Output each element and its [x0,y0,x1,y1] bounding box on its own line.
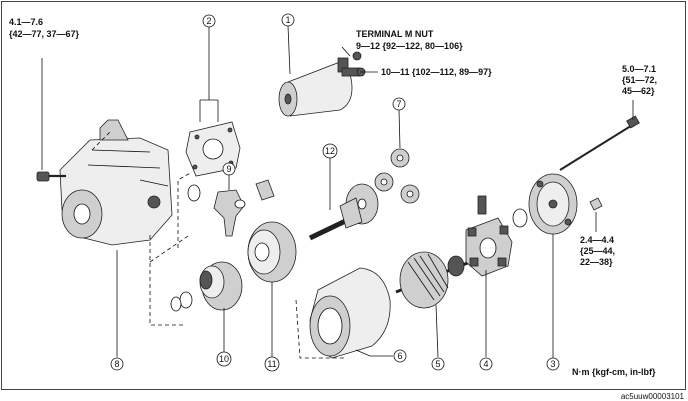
svg-text:{25—44,: {25—44, [580,246,615,256]
svg-text:7: 7 [396,99,401,109]
svg-text:9: 9 [226,164,231,174]
armature [395,251,471,309]
mounting-bolt [36,58,66,182]
svg-text:45—62}: 45—62} [622,86,655,96]
svg-text:12: 12 [325,146,335,156]
torque-spec-through-bolt: 5.0—7.1 {51—72, 45—62} [622,64,657,96]
rear-cover [512,173,578,235]
callout-1: 1 [281,13,295,27]
leader-lines [116,25,634,358]
svg-text:1: 1 [285,15,290,25]
callout-12: 12 [322,143,338,159]
yoke [309,267,391,359]
svg-text:{51—72,: {51—72, [622,75,657,85]
front-housing [59,119,173,246]
callout-11: 11 [264,356,280,372]
callout-10: 10 [216,351,232,367]
callout-2: 2 [202,14,216,28]
figure-frame [1,1,686,390]
callout-7: 7 [392,97,406,111]
planet-gears [374,148,420,204]
svg-text:3: 3 [550,359,555,369]
pinion-clutch [170,261,243,312]
callout-6: 6 [393,349,407,363]
torque-spec-bolt-left: 4.1—7.6 {42—77, 37—67} [9,17,80,39]
drive-lever [187,179,275,237]
planetary-shaft [308,183,379,241]
callout-3: 3 [546,357,560,371]
svg-text:4.1—7.6: 4.1—7.6 [9,17,43,27]
svg-text:2.4—4.4: 2.4—4.4 [580,235,614,245]
svg-text:10: 10 [219,354,229,364]
torque-spec-terminal-b-nut: 10—11 {102—112, 89—97} [381,67,492,77]
cover-screw [589,197,603,211]
svg-text:10—11 {102—112, 89—97}: 10—11 {102—112, 89—97} [381,67,492,77]
svg-text:5: 5 [435,359,440,369]
through-bolt [559,115,640,171]
svg-text:4: 4 [483,359,488,369]
guide-lines [91,131,346,359]
svg-text:TERMINAL M NUT: TERMINAL M NUT [356,29,434,39]
solenoid-switch [278,51,366,117]
svg-text:22—38}: 22—38} [580,257,613,267]
svg-text:11: 11 [267,359,276,369]
torque-spec-terminal-m-nut: TERMINAL M NUT 9—12 {92—122, 80—106} [356,29,463,51]
gasket-plate [185,121,241,177]
callout-5: 5 [431,357,445,371]
brush-holder [465,195,513,277]
unit-legend: N·m {kgf-cm, in-lbf} [572,367,656,377]
svg-text:6: 6 [397,351,402,361]
gear-housing [247,221,297,283]
callout-4: 4 [479,357,493,371]
callout-9: 9 [222,162,236,176]
svg-text:9—12 {92—122, 80—106}: 9—12 {92—122, 80—106} [356,41,463,51]
figure-code: ac5uuw00003101 [621,392,685,401]
svg-text:2: 2 [206,16,211,26]
svg-text:5.0—7.1: 5.0—7.1 [622,64,656,74]
svg-text:{42—77, 37—67}: {42—77, 37—67} [9,29,80,39]
callout-8: 8 [110,357,124,371]
torque-spec-screw-right: 2.4—4.4 {25—44, 22—38} [580,235,615,267]
svg-text:8: 8 [114,359,119,369]
